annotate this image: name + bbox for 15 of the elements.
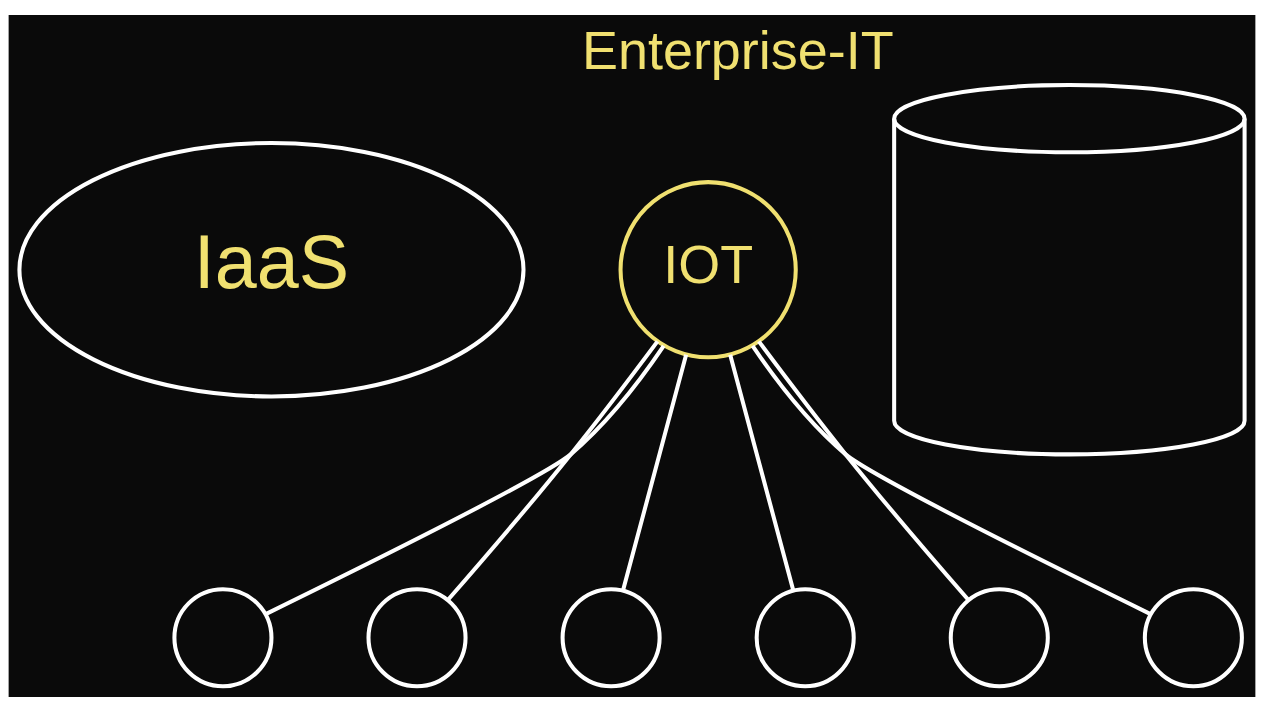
connector <box>446 340 660 601</box>
connector <box>728 354 796 592</box>
node-circle <box>366 587 468 689</box>
node-circle: IOT <box>618 180 798 360</box>
node-ellipse: IaaS <box>17 141 526 399</box>
node-circle <box>948 587 1050 689</box>
connector <box>264 344 666 616</box>
node-circle <box>560 587 662 689</box>
node-circle <box>172 587 274 689</box>
connector <box>750 344 1152 616</box>
node-circle <box>1142 587 1244 689</box>
connector <box>757 340 970 601</box>
node-label: Enterprise-IT <box>582 19 894 80</box>
node-circle <box>754 587 856 689</box>
connector <box>621 354 689 592</box>
